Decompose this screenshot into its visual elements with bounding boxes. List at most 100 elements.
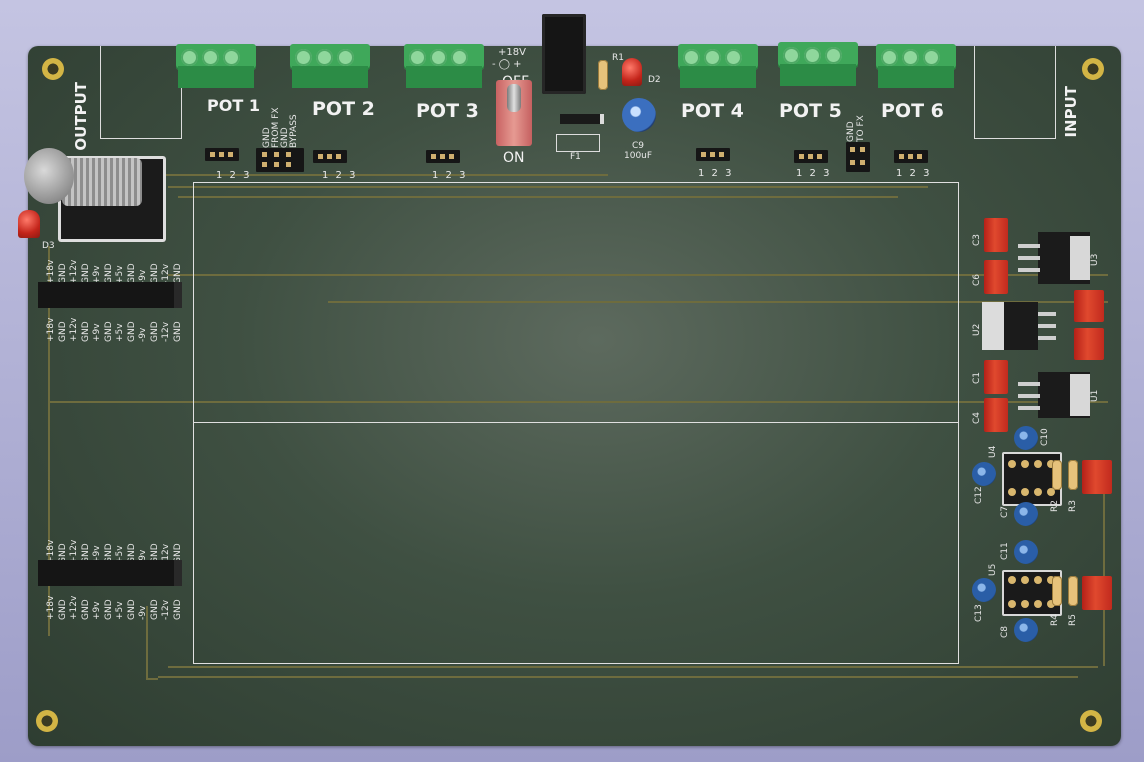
capacitor-c15[interactable]	[1082, 576, 1112, 610]
input-label: INPUT	[1062, 86, 1080, 138]
rail-label: GND	[172, 321, 183, 342]
input-jack-outline	[974, 46, 1056, 139]
rail-label: GND	[80, 263, 91, 284]
rail-label: GND	[57, 321, 68, 342]
rail-label: GND	[103, 321, 114, 342]
rail-label: GND	[103, 599, 114, 620]
pot-5-label: POT 5	[779, 100, 842, 122]
rail-label: +5v	[115, 601, 125, 620]
c12-label: C12	[974, 486, 984, 504]
capacitor-c4[interactable]	[984, 398, 1008, 432]
r1-label: R1	[612, 53, 624, 63]
capacitor-c14[interactable]	[1082, 460, 1112, 494]
capacitor-c3[interactable]	[984, 218, 1008, 252]
trace	[178, 196, 898, 198]
rail-label: GND	[172, 599, 183, 620]
rail-label: GND	[80, 599, 91, 620]
pot-6-pin-numbers: 1 2 3	[896, 168, 932, 179]
regulator-u3	[1018, 232, 1090, 284]
rail-label: -12v	[161, 263, 171, 284]
board-outline-divider	[193, 422, 958, 423]
pot-5-pin-numbers: 1 2 3	[796, 168, 832, 179]
pot-2-terminal	[290, 44, 370, 88]
capacitor-c7[interactable]	[1014, 502, 1038, 526]
pot-3-terminal	[404, 44, 484, 88]
rail-label: +18v	[46, 259, 56, 284]
capacitor-c5[interactable]	[1074, 328, 1104, 360]
c8-label: C8	[1000, 625, 1010, 638]
u1-label: U1	[1090, 389, 1100, 402]
potentiometer-knob[interactable]	[24, 148, 74, 204]
pot-1-header	[205, 148, 239, 161]
rail-label: GND	[126, 321, 137, 342]
pot-2-pin-numbers: 1 2 3	[322, 170, 358, 181]
c6-label: C6	[972, 273, 982, 286]
rail-label: GND	[149, 263, 160, 284]
capacitor-c8[interactable]	[1014, 618, 1038, 642]
power-rail-header-top	[38, 282, 182, 308]
tofx-label-to-fx: TO FX	[856, 115, 866, 142]
capacitor-c12[interactable]	[972, 462, 996, 486]
polarity-mark: - ◯ +	[492, 59, 522, 70]
dc-jack	[542, 14, 586, 94]
pot-3-header	[426, 150, 460, 163]
fx-label-bypass: BYPASS	[289, 114, 299, 148]
rail-label: +12v	[69, 259, 79, 284]
pot-4-terminal	[678, 44, 758, 88]
capacitor-c2[interactable]	[1074, 290, 1104, 322]
u3-label: U3	[1090, 253, 1100, 266]
d2-label: D2	[648, 75, 661, 85]
rail-label: GND	[149, 321, 160, 342]
pot-3-label: POT 3	[416, 100, 479, 122]
capacitor-c1[interactable]	[984, 360, 1008, 394]
trace	[146, 606, 158, 680]
capacitor-c13[interactable]	[972, 578, 996, 602]
pot-2-header	[313, 150, 347, 163]
power-switch[interactable]	[496, 80, 532, 146]
resistor-r4	[1052, 576, 1062, 606]
rail-label: GND	[172, 263, 183, 284]
rail-label: GND	[57, 263, 68, 284]
capacitor-c9[interactable]	[622, 98, 656, 132]
capacitor-c11[interactable]	[1014, 540, 1038, 564]
regulator-u2	[982, 302, 1056, 352]
trace	[328, 301, 1108, 303]
switch-on-label: ON	[503, 150, 525, 166]
switch-lever[interactable]	[507, 84, 521, 112]
r5-label: R5	[1068, 614, 1078, 626]
pot-4-pin-numbers: 1 2 3	[698, 168, 734, 179]
rail-label: GND	[126, 599, 137, 620]
capacitor-c10[interactable]	[1014, 426, 1038, 450]
power-rail-header-bottom	[38, 560, 182, 586]
trace	[48, 401, 1108, 403]
capacitor-c6[interactable]	[984, 260, 1008, 294]
pot-1-label: POT 1	[207, 96, 260, 115]
c9-label: C9	[632, 141, 645, 151]
potentiometer-shaft[interactable]	[62, 158, 142, 206]
c11-label: C11	[1000, 542, 1010, 560]
rail-label: GND	[103, 263, 114, 284]
rail-label: +12v	[69, 595, 79, 620]
rail-label: GND	[149, 599, 160, 620]
c4-label: C4	[972, 411, 982, 424]
c9-value: 100uF	[624, 151, 653, 161]
pot-6-header	[894, 150, 928, 163]
c3-label: C3	[972, 233, 982, 246]
pot-6-terminal	[876, 44, 956, 88]
trace	[158, 676, 1078, 678]
d3-label: D3	[42, 241, 55, 251]
pot-1-terminal	[176, 44, 256, 88]
trace	[148, 174, 608, 176]
rail-label: -12v	[161, 321, 171, 342]
pot-1-pin-numbers: 1 2 3	[216, 170, 252, 181]
rail-label: GND	[80, 321, 91, 342]
pot-5-header	[794, 150, 828, 163]
r2-label: R2	[1050, 500, 1060, 512]
r4-label: R4	[1050, 614, 1060, 626]
tofx-header	[846, 142, 870, 172]
c1-label: C1	[972, 371, 982, 384]
fuse-f1	[556, 134, 600, 152]
pot-2-label: POT 2	[312, 98, 375, 120]
pot-3-pin-numbers: 1 2 3	[432, 170, 468, 181]
